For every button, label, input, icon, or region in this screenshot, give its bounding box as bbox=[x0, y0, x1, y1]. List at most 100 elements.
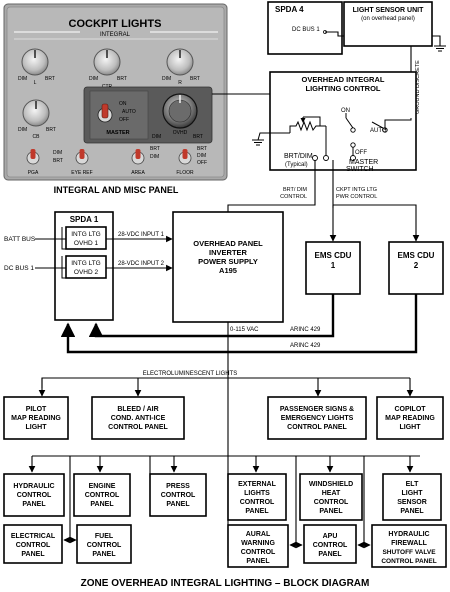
toggle-area[interactable]: BRT DIM AREA bbox=[131, 146, 160, 176]
spda1-cb1 bbox=[65, 226, 107, 250]
signs-l3: CONTROL PANEL bbox=[287, 424, 347, 431]
toggle-floor-top: BRT bbox=[197, 146, 207, 152]
electrical-l2: CONTROL bbox=[16, 542, 51, 549]
hydfire-l2: FIREWALL bbox=[391, 540, 427, 547]
pilot-l1: PILOT bbox=[26, 406, 47, 413]
ohilc-brt-dim: BRT/DIM bbox=[284, 153, 313, 160]
spda1-cb1a: INTG LTG bbox=[71, 231, 101, 238]
toggle-floor[interactable]: BRT DIM OFF FLOOR bbox=[176, 146, 207, 176]
ohilc-off: OFF bbox=[355, 150, 367, 156]
copilot-map-light-box bbox=[376, 396, 444, 440]
external-l4: PANEL bbox=[245, 508, 269, 515]
windshield-heat-panel-box bbox=[299, 473, 363, 521]
engine-l1: ENGINE bbox=[89, 483, 116, 490]
spda1-cb2b: OVHD 2 bbox=[74, 269, 99, 276]
diagram-title: ZONE OVERHEAD INTEGRAL LIGHTING – BLOCK … bbox=[81, 578, 370, 589]
master-label: MASTER bbox=[106, 130, 129, 136]
ohilc-master1: MASTER bbox=[349, 159, 378, 166]
light-sensor-line2: (on overhead panel) bbox=[361, 16, 415, 22]
spda4-bus: DC BUS 1 bbox=[292, 27, 320, 33]
electrolum-label: ELECTROLUMINESCENT LIGHTS bbox=[143, 371, 238, 377]
external-lights-panel-box bbox=[227, 473, 287, 521]
apu-l3: PANEL bbox=[318, 551, 342, 558]
inverter-l1: OVERHEAD PANEL bbox=[193, 239, 263, 248]
master-auto: AUTO bbox=[122, 109, 136, 115]
apu-l2: CONTROL bbox=[313, 542, 348, 549]
panel-caption: INTEGRAL AND MISC PANEL bbox=[54, 185, 179, 195]
bleed-l2: COND. ANTI-ICE bbox=[111, 415, 166, 422]
ohilc-auto: AUTO bbox=[370, 128, 387, 134]
pilot-l3: LIGHT bbox=[26, 424, 48, 431]
master-switch-plate: ON AUTO OFF MASTER DIM BRT OVHD bbox=[83, 86, 213, 144]
toggle-pga[interactable]: PGA bbox=[26, 149, 40, 176]
knob-l[interactable]: DIM BRT L bbox=[18, 48, 55, 86]
ohilc-master2: SWITCH bbox=[346, 166, 374, 173]
knob-r-dim: DIM bbox=[162, 76, 171, 82]
brt-dim-control-2: CONTROL bbox=[280, 194, 307, 200]
knob-ovhd-label: OVHD bbox=[173, 130, 188, 136]
spda4-box bbox=[267, 1, 343, 55]
knob-l-label: L bbox=[34, 80, 37, 86]
fuel-l1: FUEL bbox=[95, 533, 114, 540]
elt-l4: PANEL bbox=[400, 508, 424, 515]
toggle-eye-ref-top: DIM bbox=[53, 150, 62, 156]
toggle-eye-ref[interactable]: DIM BRT EYE REF bbox=[53, 149, 93, 176]
ohilc-typical: (Typical) bbox=[285, 162, 308, 168]
toggle-floor-dim: DIM bbox=[197, 153, 206, 159]
knob-l-dim: DIM bbox=[18, 76, 27, 82]
signs-l2: EMERGENCY LIGHTS bbox=[281, 415, 354, 422]
hydfire-l3: SHUTOFF VALVE bbox=[382, 549, 436, 556]
bleed-l3: CONTROL PANEL bbox=[108, 424, 168, 431]
windshield-l1: WINDSHIELD bbox=[309, 481, 353, 488]
arinc-2-label: ARINC 429 bbox=[290, 343, 321, 349]
ohilc-on: ON bbox=[341, 108, 350, 114]
knob-ovhd[interactable] bbox=[162, 93, 198, 129]
knob-cb-dim: DIM bbox=[18, 127, 27, 133]
spda1-cb2a: INTG LTG bbox=[71, 260, 101, 267]
brt-dim-potentiometer bbox=[252, 116, 329, 161]
ckpt-intg-ltg-1: CKPT INTG LTG bbox=[336, 187, 377, 193]
windshield-l4: PANEL bbox=[319, 508, 343, 515]
hydraulic-l2: CONTROL bbox=[17, 492, 52, 499]
inverter-l3: POWER SUPPLY bbox=[198, 257, 258, 266]
fuel-l2: CONTROL bbox=[87, 542, 122, 549]
master-toggle[interactable] bbox=[97, 103, 113, 123]
bleed-l1: BLEED / AIR bbox=[117, 406, 158, 413]
signs-l1: PASSENGER SIGNS & bbox=[280, 406, 354, 413]
hydfire-l1: HYDRAULIC bbox=[388, 531, 429, 538]
hydraulic-panel-box bbox=[3, 473, 65, 517]
knob-r[interactable]: DIM BRT R bbox=[162, 48, 200, 86]
ems2-l1: EMS CDU bbox=[398, 251, 435, 260]
ohilc-title1: OVERHEAD INTEGRAL bbox=[302, 75, 385, 84]
press-l2: CONTROL bbox=[161, 492, 196, 499]
elt-sensor-panel-box bbox=[382, 473, 442, 521]
toggle-floor-label: FLOOR bbox=[176, 170, 194, 176]
fuel-l3: PANEL bbox=[92, 551, 116, 558]
master-off: OFF bbox=[119, 117, 129, 123]
toggle-eye-ref-bottom: BRT bbox=[53, 158, 63, 164]
knob-ctr-brt: BRT bbox=[117, 76, 127, 82]
knob-cb[interactable]: DIM BRT CB bbox=[18, 99, 56, 140]
toggle-floor-bottom: OFF bbox=[197, 160, 207, 166]
electrical-l1: ELECTRICAL bbox=[11, 533, 56, 540]
fuel-panel-box bbox=[76, 524, 132, 564]
external-l2: LIGHTS bbox=[244, 490, 270, 497]
panel-header: COCKPIT LIGHTS bbox=[69, 18, 162, 30]
electrical-l3: PANEL bbox=[21, 551, 45, 558]
spda1-title: SPDA 1 bbox=[70, 215, 99, 224]
aural-l1: AURAL bbox=[246, 531, 271, 538]
hydraulic-l3: PANEL bbox=[22, 501, 46, 508]
knob-cb-label: CB bbox=[33, 134, 41, 140]
external-l3: CONTROL bbox=[240, 499, 275, 506]
toggle-eye-ref-label: EYE REF bbox=[71, 170, 92, 176]
knob-ovhd-brt: BRT bbox=[193, 134, 203, 140]
input1-label: 28-VDC INPUT 1 bbox=[118, 232, 165, 238]
ohilc-box bbox=[269, 71, 417, 171]
ems1-l1: EMS CDU bbox=[315, 251, 352, 260]
copilot-l3: LIGHT bbox=[400, 424, 422, 431]
hydraulic-firewall-panel-box bbox=[371, 524, 447, 568]
press-l1: PRESS bbox=[166, 483, 190, 490]
knob-r-label: R bbox=[178, 80, 182, 86]
aural-l3: CONTROL bbox=[241, 549, 276, 556]
